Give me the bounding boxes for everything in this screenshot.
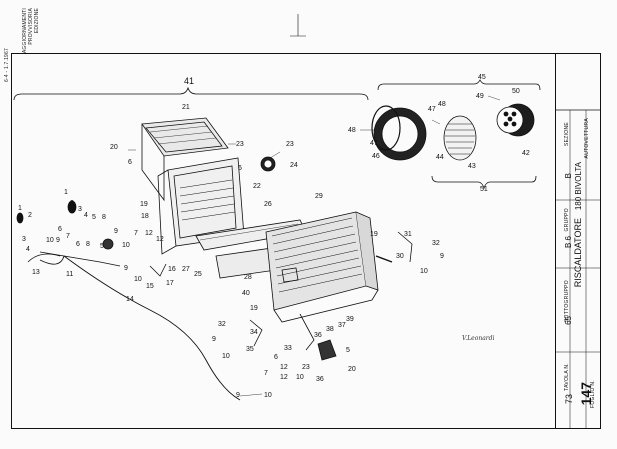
part-callout-6: 6 bbox=[238, 165, 242, 172]
part-callout-19: 19 bbox=[140, 201, 148, 208]
part-callout-26: 26 bbox=[264, 201, 272, 208]
part-callout-9: 9 bbox=[114, 228, 118, 235]
part-callout-41: 41 bbox=[184, 76, 195, 86]
part-callout-5: 5 bbox=[346, 347, 350, 354]
part-callout-43: 43 bbox=[468, 163, 476, 170]
part-callout-9: 9 bbox=[440, 253, 444, 260]
part-callout-10: 10 bbox=[134, 276, 142, 283]
part-callout-5: 5 bbox=[100, 243, 104, 250]
part-callout-16: 16 bbox=[168, 266, 176, 273]
part-callout-50: 50 bbox=[512, 88, 520, 95]
part-callout-23: 23 bbox=[236, 141, 244, 148]
part-callout-6: 6 bbox=[76, 241, 80, 248]
part-callout-10: 10 bbox=[122, 242, 130, 249]
part-callout-9: 9 bbox=[236, 392, 240, 399]
part-callout-6: 6 bbox=[128, 159, 132, 166]
part-callout-32: 32 bbox=[432, 240, 440, 247]
part-callout-38: 38 bbox=[326, 326, 334, 333]
part-callout-23: 23 bbox=[286, 141, 294, 148]
part-callout-49: 49 bbox=[476, 93, 484, 100]
part-callout-9: 9 bbox=[124, 265, 128, 272]
part-callout-36: 36 bbox=[316, 376, 324, 383]
part-callout-10: 10 bbox=[222, 353, 230, 360]
part-callout-5: 5 bbox=[92, 214, 96, 221]
part-callout-6: 6 bbox=[274, 354, 278, 361]
part-callout-10: 10 bbox=[46, 237, 54, 244]
part-callout-32: 32 bbox=[218, 321, 226, 328]
part-callout-1: 1 bbox=[64, 189, 68, 196]
title-block bbox=[555, 53, 601, 429]
drafter-signature: V.Leonardi bbox=[462, 335, 495, 342]
part-callout-7: 7 bbox=[134, 230, 138, 237]
part-callout-7: 7 bbox=[264, 370, 268, 377]
part-callout-12: 12 bbox=[280, 364, 288, 371]
part-callout-19: 19 bbox=[250, 305, 258, 312]
part-callout-44: 44 bbox=[436, 154, 444, 161]
part-callout-9: 9 bbox=[56, 237, 60, 244]
part-callout-10: 10 bbox=[296, 374, 304, 381]
part-callout-17: 17 bbox=[166, 280, 174, 287]
part-callout-8: 8 bbox=[102, 214, 106, 221]
part-callout-12: 12 bbox=[280, 374, 288, 381]
part-callout-35: 35 bbox=[246, 346, 254, 353]
part-callout-48: 48 bbox=[438, 101, 446, 108]
part-callout-33: 33 bbox=[284, 345, 292, 352]
part-callout-8: 8 bbox=[86, 241, 90, 248]
part-callout-30: 30 bbox=[396, 253, 404, 260]
part-callout-45: 45 bbox=[478, 74, 486, 81]
part-callout-12: 12 bbox=[145, 230, 153, 237]
part-callout-20: 20 bbox=[348, 366, 356, 373]
part-callout-47: 47 bbox=[370, 140, 378, 147]
part-callout-9: 9 bbox=[212, 336, 216, 343]
part-callout-18: 18 bbox=[141, 213, 149, 220]
part-callout-22: 22 bbox=[253, 183, 261, 190]
part-callout-47: 47 bbox=[428, 106, 436, 113]
part-callout-25: 25 bbox=[194, 271, 202, 278]
part-callout-24: 24 bbox=[290, 162, 298, 169]
part-callout-42: 42 bbox=[522, 150, 530, 157]
part-callout-2: 2 bbox=[70, 200, 74, 207]
part-callout-3: 3 bbox=[22, 236, 26, 243]
drawing-frame bbox=[11, 53, 601, 429]
part-callout-51: 51 bbox=[480, 186, 488, 193]
part-callout-36: 36 bbox=[314, 332, 322, 339]
part-callout-3: 3 bbox=[78, 206, 82, 213]
part-callout-21: 21 bbox=[182, 104, 190, 111]
part-callout-31: 31 bbox=[404, 231, 412, 238]
part-callout-40: 40 bbox=[242, 290, 250, 297]
part-callout-4: 4 bbox=[26, 246, 30, 253]
part-callout-28: 28 bbox=[244, 274, 252, 281]
part-callout-37: 37 bbox=[338, 322, 346, 329]
part-callout-27: 27 bbox=[182, 266, 190, 273]
part-callout-11: 11 bbox=[66, 271, 74, 278]
part-callout-13: 13 bbox=[32, 269, 40, 276]
part-callout-20: 20 bbox=[110, 144, 118, 151]
part-callout-29: 29 bbox=[315, 193, 323, 200]
part-callout-7: 7 bbox=[66, 233, 70, 240]
part-callout-1: 1 bbox=[18, 205, 22, 212]
part-callout-34: 34 bbox=[250, 329, 258, 336]
part-callout-23: 23 bbox=[302, 364, 310, 371]
part-callout-14: 14 bbox=[126, 296, 134, 303]
part-callout-39: 39 bbox=[346, 316, 354, 323]
part-callout-46: 46 bbox=[372, 153, 380, 160]
part-callout-6: 6 bbox=[58, 226, 62, 233]
part-callout-19: 19 bbox=[370, 231, 378, 238]
part-callout-15: 15 bbox=[146, 283, 154, 290]
part-callout-2: 2 bbox=[28, 212, 32, 219]
part-callout-48: 48 bbox=[348, 127, 356, 134]
part-callout-10: 10 bbox=[420, 268, 428, 275]
part-callout-10: 10 bbox=[264, 392, 272, 399]
part-callout-12: 12 bbox=[156, 236, 164, 243]
part-callout-4: 4 bbox=[84, 212, 88, 219]
